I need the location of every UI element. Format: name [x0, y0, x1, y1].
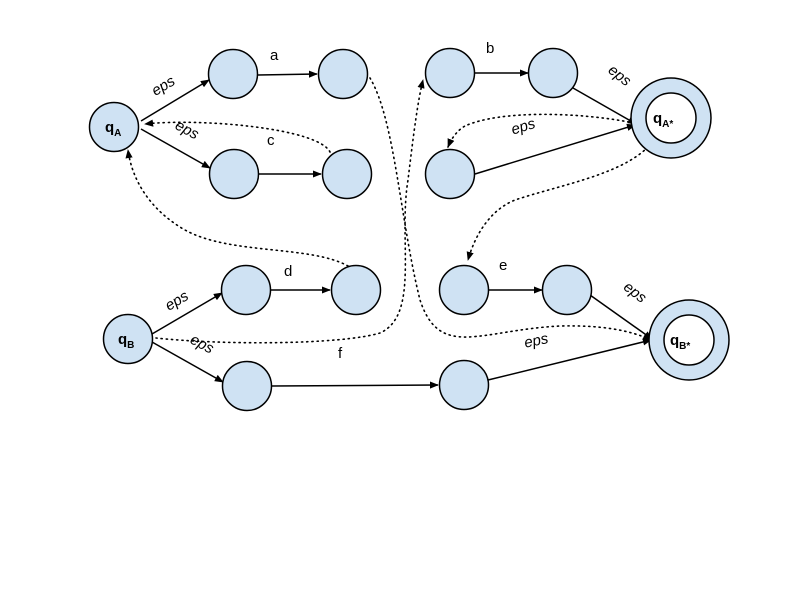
edge-qB-n10 — [151, 341, 224, 383]
edge-n7-qAstar — [474, 123, 636, 175]
state-node — [221, 360, 273, 412]
edge-n1-n2 — [257, 70, 318, 78]
edge-n12-qBstar — [589, 294, 653, 340]
state-node — [424, 148, 476, 200]
edge-label-c: c — [267, 132, 275, 149]
edge-label-d: d — [284, 263, 292, 280]
state-node — [321, 148, 373, 200]
dotted-edge-qAstar-n11 — [466, 146, 649, 261]
state-node — [207, 48, 259, 100]
dotted-edge-n4-qA — [144, 119, 331, 153]
state-node — [527, 47, 579, 99]
edge-label-f: f — [338, 345, 343, 362]
edge-label-eps: eps — [187, 331, 217, 358]
dotted-edge-n2-qBstar — [369, 77, 652, 341]
edge-label-eps: eps — [162, 287, 192, 314]
state-qB — [102, 313, 154, 365]
state-node — [424, 47, 476, 99]
edge-label-eps: eps — [523, 330, 551, 352]
state-qAstar — [645, 92, 697, 144]
dotted-edge-n9-qA — [125, 149, 349, 267]
dotted-edge-f-n5 — [155, 79, 425, 344]
edge-label-a: a — [270, 47, 279, 64]
edge-n13-qBstar — [487, 338, 652, 381]
state-qA — [88, 101, 140, 153]
edge-label-b: b — [486, 40, 494, 57]
edge-label-eps: eps — [509, 115, 538, 138]
state-node — [438, 359, 490, 411]
edge-qB-n8 — [151, 292, 223, 335]
state-qAstar-label: qA* — [653, 110, 673, 130]
state-node — [208, 148, 260, 200]
state-qBstar — [663, 314, 715, 366]
edge-label-eps: eps — [605, 62, 635, 91]
edge-label-eps: eps — [172, 117, 202, 144]
state-node — [330, 264, 382, 316]
state-node — [317, 48, 369, 100]
edge-n6-qAstar — [572, 87, 637, 125]
state-node — [438, 264, 490, 316]
edge-label-eps: eps — [149, 72, 179, 99]
dotted-edge-qAstar-n7 — [447, 113, 635, 148]
edge-n10-n13 — [271, 381, 439, 389]
state-qBstar-label: qB* — [670, 332, 690, 352]
state-node — [220, 264, 272, 316]
state-node — [541, 264, 593, 316]
edge-qA-n1 — [140, 79, 210, 122]
edge-label-e: e — [499, 257, 507, 274]
state-qA-label: qA — [105, 119, 121, 139]
edge-qA-n3 — [140, 128, 211, 169]
edge-label-eps: eps — [620, 278, 650, 307]
state-qB-label: qB — [118, 331, 134, 351]
